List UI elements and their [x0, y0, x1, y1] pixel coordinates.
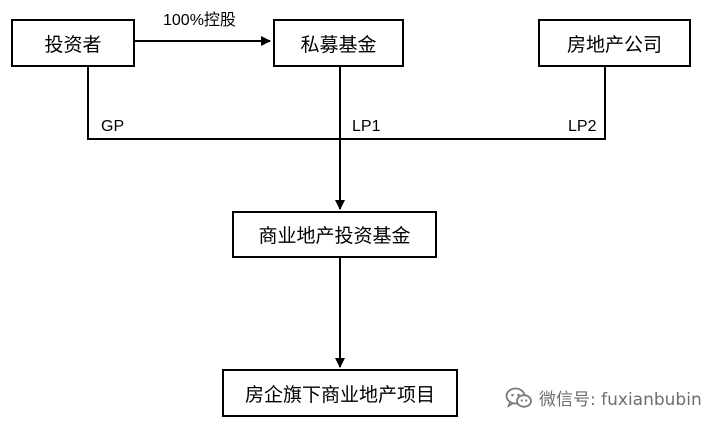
wechat-icon — [505, 387, 533, 409]
gp-label: GP — [101, 118, 125, 135]
project-node: 房企旗下商业地产项目 — [222, 369, 458, 417]
investor-node: 投资者 — [11, 19, 135, 67]
commercial-fund-node: 商业地产投资基金 — [232, 211, 437, 258]
lp1-label: LP1 — [352, 118, 381, 135]
developer-node: 房地产公司 — [538, 19, 691, 67]
watermark-text: 微信号: fuxianbubin — [539, 390, 702, 410]
pe-fund-node: 私募基金 — [273, 19, 404, 67]
wechat-watermark: 微信号: fuxianbubin — [505, 385, 702, 410]
holding-label: 100%控股 — [163, 12, 236, 29]
lp2-label: LP2 — [568, 118, 597, 135]
